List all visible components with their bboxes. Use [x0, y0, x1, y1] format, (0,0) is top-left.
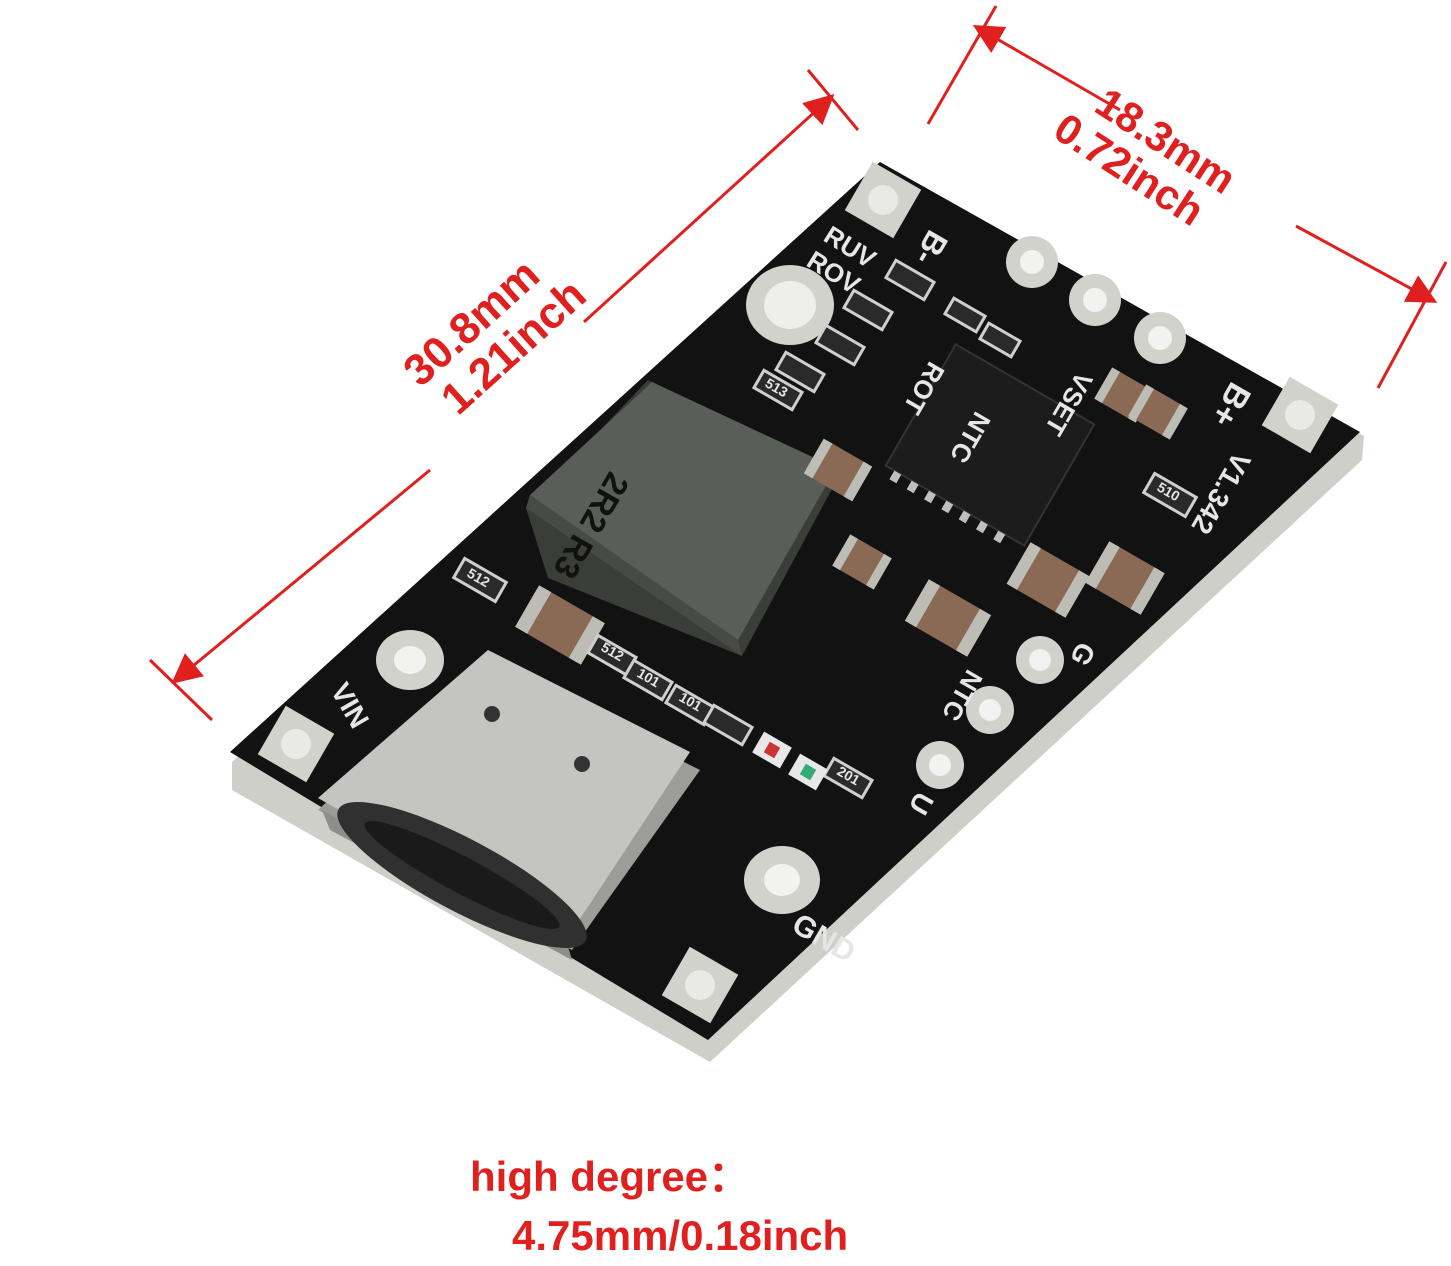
usb-c-connector — [318, 650, 700, 960]
width-tick-left — [926, 5, 998, 125]
length-tick-bottom — [148, 658, 214, 722]
corner-pads — [257, 161, 1339, 1024]
length-tick-top — [806, 69, 860, 131]
height-value: 4.75mm/0.18inch — [512, 1211, 849, 1259]
height-annotation: high degree： 4.75mm/0.18inch — [470, 1148, 848, 1266]
leds — [752, 731, 828, 791]
length-line-lower — [171, 468, 431, 684]
length-line-upper — [582, 93, 835, 324]
mounting-holes — [376, 265, 834, 914]
dimension-lines — [148, 5, 1448, 722]
width-tick-right — [1376, 261, 1448, 389]
resistors — [451, 258, 1199, 800]
ic-chip — [884, 343, 1096, 547]
inductor — [526, 380, 840, 656]
round-pads-bottom — [916, 636, 1064, 789]
height-label: high degree： — [470, 1153, 751, 1200]
width-line-left — [972, 24, 1121, 112]
capacitors — [515, 367, 1188, 665]
width-line-right — [1295, 224, 1438, 303]
round-pads-top — [1006, 236, 1186, 364]
